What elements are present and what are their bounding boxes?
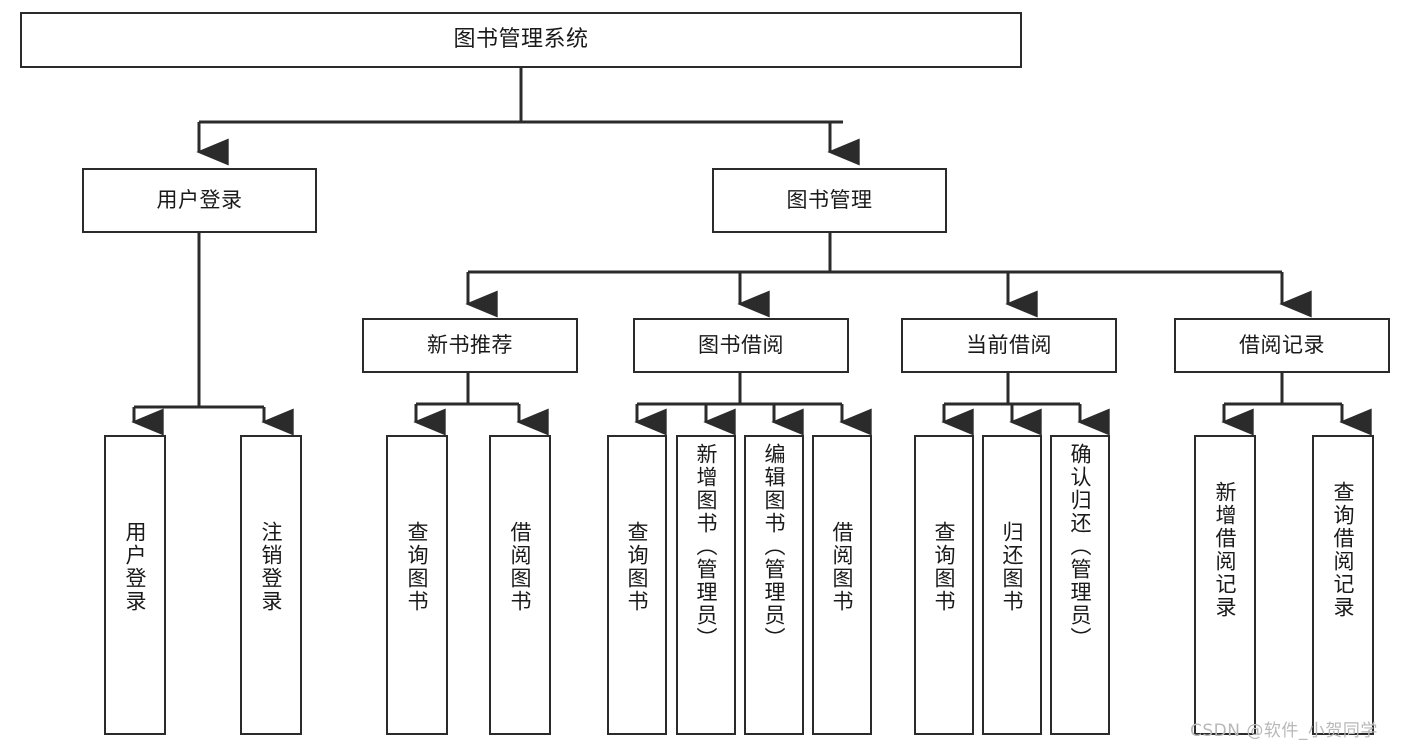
leaf-label: 借阅图书	[508, 521, 533, 613]
leaf-label: 查询图书	[625, 521, 650, 613]
leaf-label: 新增借阅记录	[1213, 481, 1238, 619]
node-book-management[interactable]: 图书管理	[712, 168, 947, 233]
leaf-label: 查询图书	[405, 521, 430, 613]
leaf-borrow-edit-book-admin[interactable]: 编辑图书（管理员）	[744, 435, 804, 735]
leaf-current-confirm-return-admin[interactable]: 确认归还（管理员）	[1050, 435, 1110, 735]
leaf-recommend-query-book[interactable]: 查询图书	[386, 435, 448, 735]
leaf-label: 编辑图书（管理员）	[762, 443, 787, 650]
node-label: 用户登录	[156, 187, 243, 212]
leaf-label: 新增图书（管理员）	[694, 443, 719, 650]
leaf-label: 确认归还（管理员）	[1068, 443, 1093, 650]
watermark-text: CSDN @软件_小贺同学	[1190, 721, 1378, 741]
leaf-borrow-add-book-admin[interactable]: 新增图书（管理员）	[676, 435, 736, 735]
node-label: 新书推荐	[427, 332, 513, 357]
leaf-borrow-borrow-book[interactable]: 借阅图书	[812, 435, 872, 735]
node-label: 图书借阅	[698, 332, 784, 357]
leaf-user-login-signin[interactable]: 用户登录	[104, 435, 166, 735]
node-label: 借阅记录	[1239, 332, 1325, 357]
leaf-current-query-book[interactable]: 查询图书	[914, 435, 974, 735]
node-root-library-system[interactable]: 图书管理系统	[20, 12, 1022, 68]
node-borrow-record[interactable]: 借阅记录	[1174, 318, 1390, 373]
leaf-user-login-signout[interactable]: 注销登录	[240, 435, 302, 735]
node-current-borrow[interactable]: 当前借阅	[901, 318, 1117, 373]
leaf-label: 借阅图书	[830, 521, 855, 613]
leaf-record-add-record[interactable]: 新增借阅记录	[1194, 435, 1256, 735]
node-label: 当前借阅	[966, 332, 1052, 357]
leaf-recommend-borrow-book[interactable]: 借阅图书	[489, 435, 551, 735]
node-label: 图书管理	[786, 187, 873, 212]
leaf-label: 查询图书	[932, 521, 957, 613]
leaf-label: 查询借阅记录	[1331, 481, 1356, 619]
leaf-label: 用户登录	[123, 521, 148, 613]
leaf-record-query-record[interactable]: 查询借阅记录	[1312, 435, 1374, 735]
leaf-borrow-query-book[interactable]: 查询图书	[607, 435, 667, 735]
node-label: 图书管理系统	[453, 26, 589, 52]
node-new-book-recommend[interactable]: 新书推荐	[362, 318, 578, 373]
node-user-login[interactable]: 用户登录	[82, 168, 317, 233]
leaf-current-return-book[interactable]: 归还图书	[982, 435, 1042, 735]
csdn-watermark: CSDN @软件_小贺同学	[1190, 716, 1378, 741]
leaf-label: 归还图书	[1000, 521, 1025, 613]
node-book-borrow[interactable]: 图书借阅	[633, 318, 849, 373]
leaf-label: 注销登录	[259, 521, 284, 613]
